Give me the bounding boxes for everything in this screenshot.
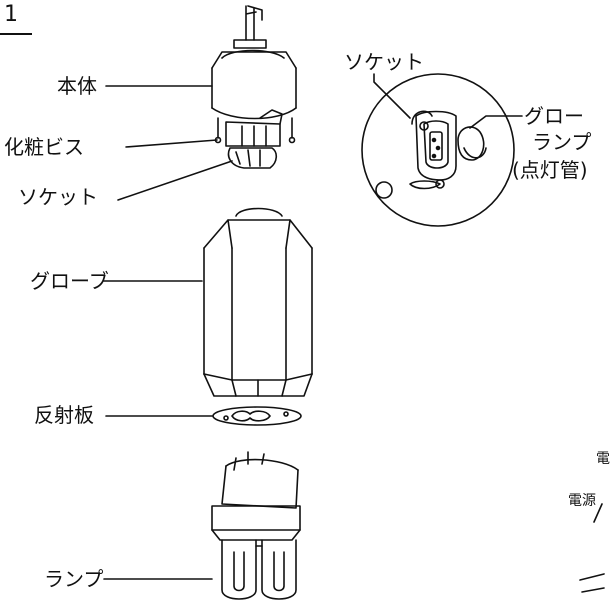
- label-socket: ソケット: [18, 185, 98, 209]
- label-lamp: ランプ: [44, 567, 104, 591]
- label-screw: 化粧ビス: [4, 135, 84, 159]
- leader-lines: [103, 73, 523, 580]
- lamp-illustration: [211, 451, 301, 600]
- label-reflector: 反射板: [34, 403, 94, 427]
- label-glow-line1: グロー: [524, 104, 584, 128]
- edge-label-2: 電源: [568, 493, 596, 509]
- globe-illustration: [203, 207, 313, 397]
- figure-number: 1: [4, 2, 18, 27]
- label-globe: グローブ: [30, 269, 109, 293]
- label-glow-line2: ランプ: [532, 130, 592, 154]
- socket-detail-illustration: [361, 73, 515, 227]
- edge-label-1: 電: [596, 451, 610, 467]
- reflector-illustration: [212, 406, 302, 426]
- label-socket-detail: ソケット: [344, 50, 424, 74]
- label-body: 本体: [57, 74, 97, 98]
- body-illustration: [211, 5, 297, 169]
- label-glow-line3: (点灯管): [512, 158, 588, 182]
- cropped-edge-fragment: [579, 503, 605, 593]
